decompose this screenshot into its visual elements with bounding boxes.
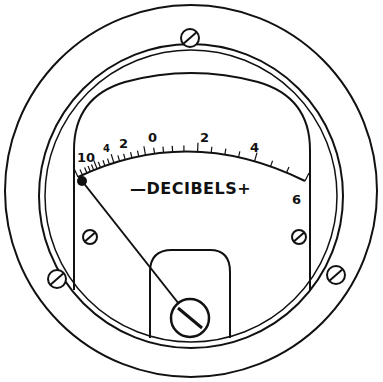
movement-cover bbox=[150, 250, 230, 338]
outer-flange bbox=[5, 5, 377, 377]
screw-slot bbox=[51, 274, 64, 285]
screw-head bbox=[48, 270, 66, 288]
meter-pointer bbox=[82, 181, 190, 318]
screw-slot bbox=[330, 270, 343, 281]
pointer-tip bbox=[77, 176, 87, 186]
scale-tick bbox=[305, 173, 309, 181]
screw-slot bbox=[294, 233, 304, 241]
scale-number: 4 bbox=[250, 141, 259, 154]
screw-head bbox=[181, 29, 199, 47]
scale-number: 6 bbox=[292, 193, 301, 206]
scale-tick bbox=[74, 169, 78, 177]
scale-legend: —DECIBELS+ bbox=[130, 181, 251, 197]
screw-slot bbox=[85, 233, 95, 241]
screw-head bbox=[292, 230, 306, 244]
scale-arc bbox=[78, 151, 305, 181]
scale-number: 0 bbox=[148, 131, 157, 144]
pivot-screw-slot bbox=[178, 308, 202, 328]
scale-tick bbox=[144, 146, 146, 155]
screw-slot bbox=[184, 33, 197, 44]
scale-number: 10 bbox=[77, 151, 95, 164]
screw-head bbox=[83, 230, 97, 244]
scale-number: 2 bbox=[200, 131, 209, 144]
pivot-screw bbox=[171, 299, 209, 337]
scale-number: 2 bbox=[119, 137, 128, 150]
scale-tick bbox=[111, 154, 114, 163]
bezel-ring bbox=[39, 44, 343, 348]
screw-head bbox=[327, 266, 345, 284]
scale-tick bbox=[197, 143, 199, 152]
bezel-inner-ring bbox=[45, 50, 337, 342]
scale-number: 4 bbox=[103, 144, 110, 154]
meter-window bbox=[74, 73, 310, 290]
